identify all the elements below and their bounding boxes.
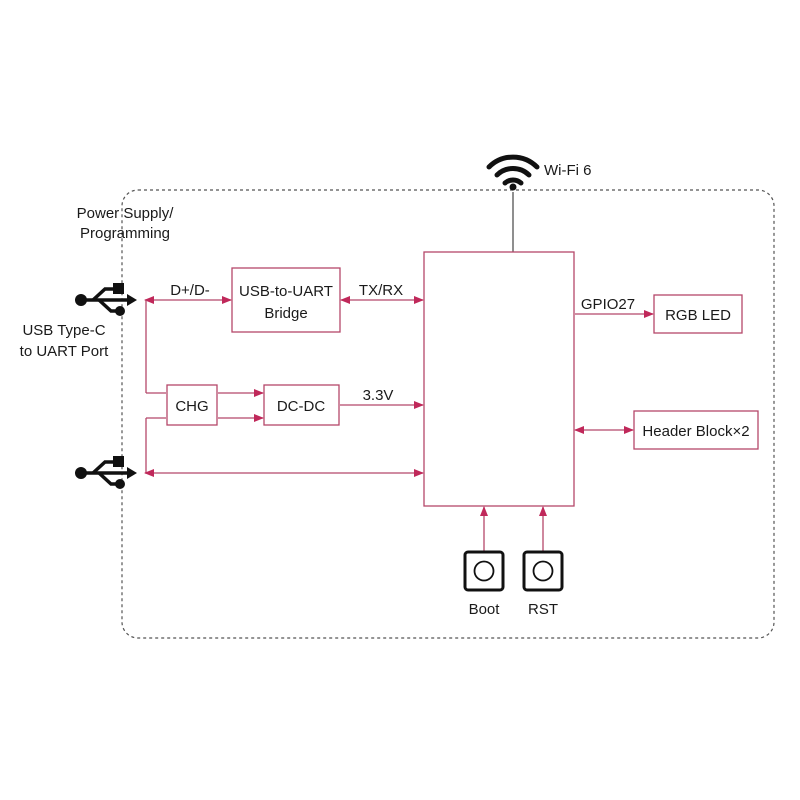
usb-uart-bridge-block	[231, 267, 341, 333]
usb-icon-bottom	[75, 456, 137, 489]
usb-icon	[75, 283, 137, 316]
bridge-label-line2: Bridge	[264, 305, 307, 322]
wifi-icon	[486, 154, 540, 191]
power-label-line1: Power Supply/	[77, 205, 175, 222]
dplus-dminus-label: D+/D-	[170, 282, 210, 299]
header-block-label: Header Block×2	[642, 423, 749, 440]
wifi-label: Wi-Fi 6	[544, 162, 592, 179]
v33-label: 3.3V	[363, 387, 394, 404]
gpio27-label: GPIO27	[581, 296, 635, 313]
header-block	[633, 410, 759, 450]
boot-label: Boot	[469, 601, 501, 618]
rst-label: RST	[528, 601, 558, 618]
chg-block	[166, 384, 218, 426]
dcdc-block	[263, 384, 340, 426]
power-label-line2: Programming	[80, 225, 170, 242]
rgb-led-label: RGB LED	[665, 307, 731, 324]
rgb-led-block	[653, 294, 743, 334]
usb-port-label-line1: USB Type-C	[22, 322, 105, 339]
dcdc-label: DC-DC	[277, 398, 325, 415]
bridge-label-line1: USB-to-UART	[239, 283, 333, 300]
rst-button	[522, 550, 564, 592]
boot-button	[463, 550, 505, 592]
chg-label: CHG	[175, 398, 208, 415]
usb-port-label-line2: to UART Port	[20, 343, 109, 360]
txrx-label: TX/RX	[359, 282, 403, 299]
board-outline	[121, 189, 775, 639]
soc-block	[423, 251, 575, 507]
